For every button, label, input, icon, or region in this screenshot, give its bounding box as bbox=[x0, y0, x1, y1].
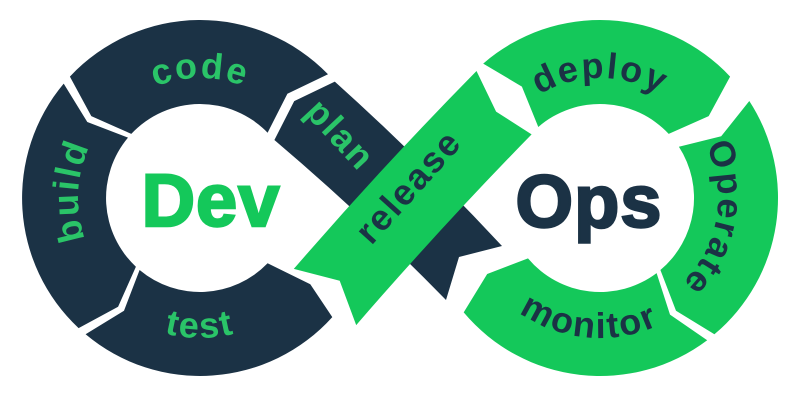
test-label: test bbox=[163, 301, 238, 346]
deploy-arc-segment bbox=[483, 19, 731, 134]
operate-arc-segment bbox=[660, 101, 779, 335]
ops-word: Ops bbox=[516, 160, 663, 243]
build-arc-segment bbox=[22, 83, 136, 329]
release-ribbon bbox=[293, 71, 532, 326]
monitor-arc-segment bbox=[463, 258, 708, 377]
test-arc-segment bbox=[85, 263, 333, 376]
code-arc-segment bbox=[69, 20, 329, 134]
dev-word: Dev bbox=[142, 159, 281, 242]
